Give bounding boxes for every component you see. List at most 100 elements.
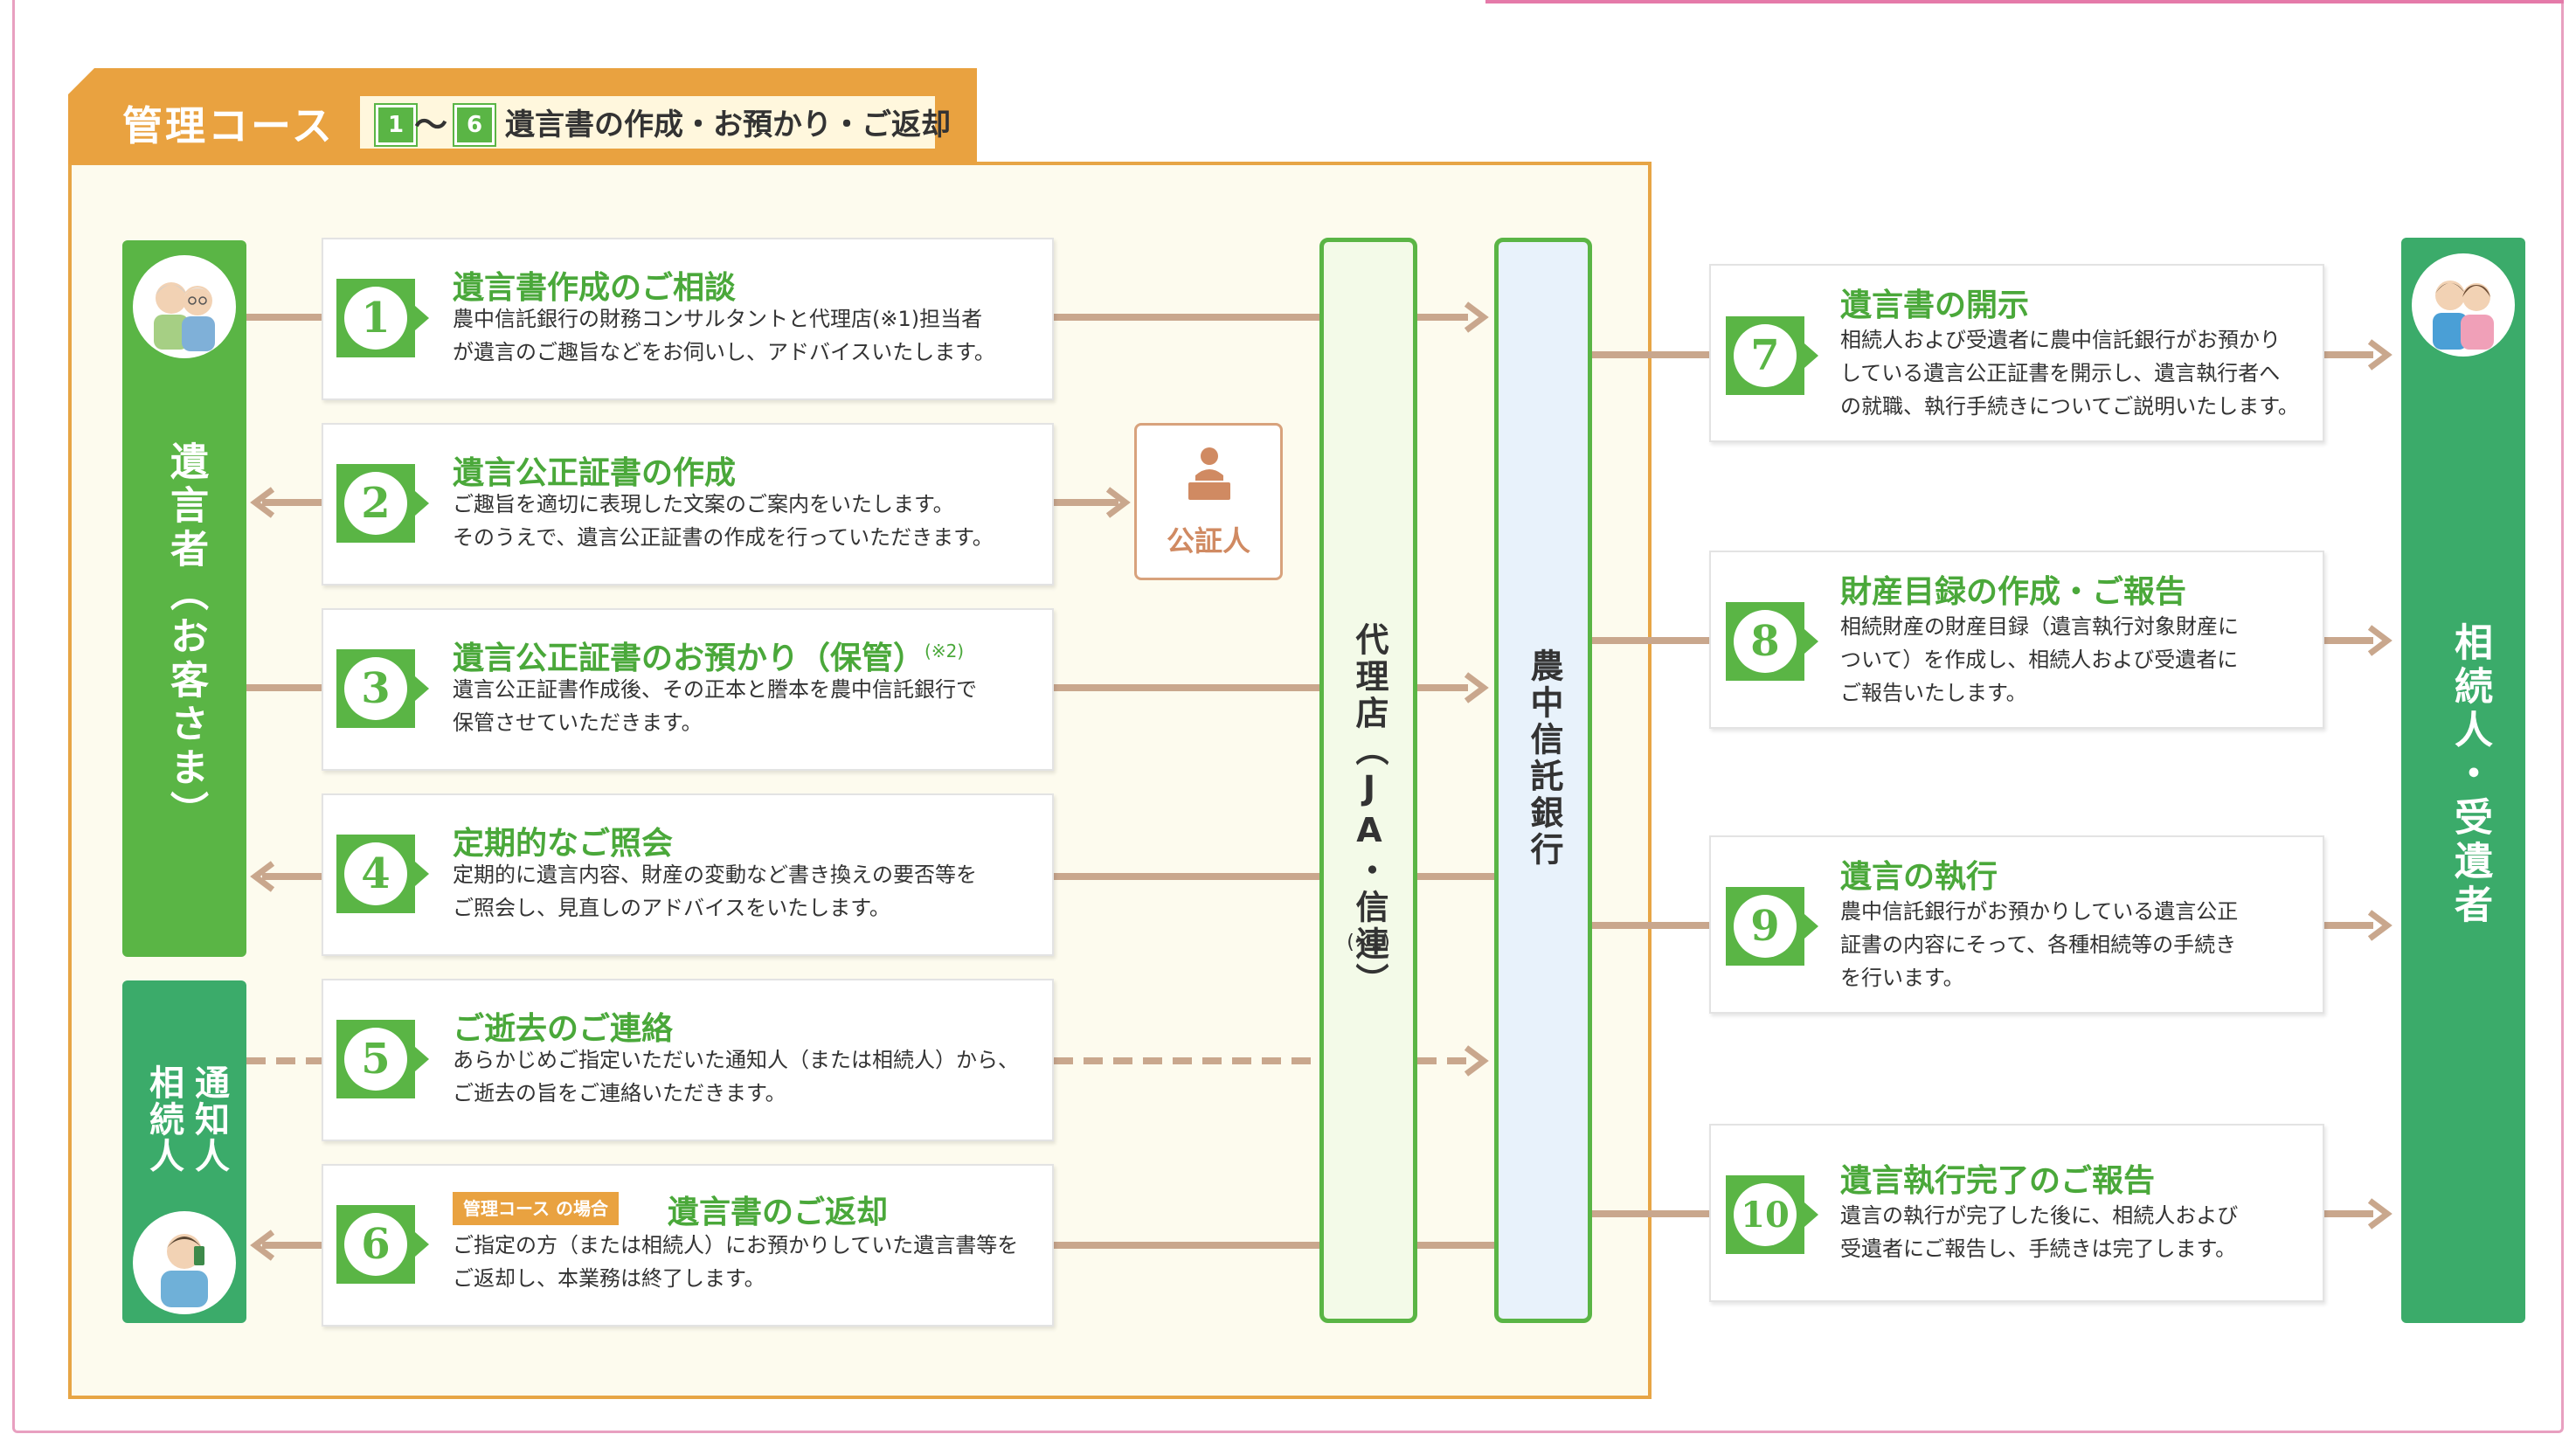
- arrow-left-4: [250, 861, 275, 892]
- connector-6a: [262, 1242, 322, 1249]
- step-card-6: [322, 1164, 1054, 1327]
- arrow-left-2: [250, 487, 275, 518]
- connector-5c: [1417, 1057, 1468, 1064]
- course-range-start: 1: [376, 105, 416, 145]
- notary-icon: [1185, 446, 1234, 507]
- step-pointer-8: [1804, 629, 1818, 654]
- arrow-right-10: [2367, 1198, 2392, 1230]
- step-desc-1b: が遺言のご趣旨などをお伺いし、アドバイスいたします。: [453, 340, 995, 364]
- connector-6b: [1054, 1242, 1319, 1249]
- connector-8b: [2324, 637, 2373, 644]
- arrow-left-6: [250, 1230, 275, 1261]
- connector-1b: [1054, 314, 1319, 321]
- course-title: 管理コース: [122, 102, 335, 149]
- step-desc-7a: 相続人および受遺者に農中信託銀行がお預かり: [1840, 328, 2281, 352]
- arrow-right-2: [1105, 487, 1131, 518]
- testator-label: 遺言者（お客さま）: [163, 441, 208, 835]
- step-desc-8c: ご報告いたします。: [1840, 681, 2027, 705]
- step-pointer-7: [1804, 343, 1818, 368]
- step-card-1: [322, 238, 1054, 400]
- step-number-8: 8: [1726, 602, 1804, 681]
- elderly-couple-icon: [133, 255, 236, 358]
- step-number-7: 7: [1726, 316, 1804, 395]
- heirs-label: 相続人・受遺者: [2448, 622, 2492, 928]
- person-phone-icon: [133, 1211, 236, 1314]
- notary-label: 公証人: [1166, 524, 1250, 558]
- page-top-accent: [1485, 0, 2564, 3]
- step-title-2: 遺言公正証書の作成: [453, 455, 737, 491]
- heir-label-left: 相続人: [143, 1064, 184, 1174]
- arrow-right-1: [1464, 301, 1489, 333]
- step-title-7: 遺言書の開示: [1840, 288, 2030, 323]
- step-desc-4a: 定期的に遺言内容、財産の変動など書き換えの要否等を: [453, 863, 977, 887]
- management-course-badge: 管理コース の場合: [453, 1192, 619, 1225]
- step-desc-3a: 遺言公正証書作成後、その正本と謄本を農中信託銀行で: [453, 677, 977, 702]
- step-pointer-6: [415, 1232, 429, 1257]
- connector-1c: [1417, 314, 1468, 321]
- agent-label: 代理店（JA・信連）: [1350, 622, 1388, 1000]
- connector-5b: [1054, 1057, 1319, 1064]
- connector-9b: [2324, 922, 2373, 929]
- connector-7b: [2324, 351, 2373, 358]
- page-frame: [12, 0, 2564, 1433]
- connector-7a: [1592, 351, 1709, 358]
- step-desc-1a: 農中信託銀行の財務コンサルタントと代理店(※1)担当者: [453, 307, 983, 331]
- connector-2a: [262, 499, 322, 506]
- step-title-9: 遺言の執行: [1840, 859, 1998, 895]
- step-card-2: [322, 423, 1054, 585]
- connector-3c: [1417, 684, 1468, 691]
- connector-8a: [1592, 637, 1709, 644]
- step-desc-8a: 相続財産の財産目録（遺言執行対象財産に: [1840, 614, 2239, 639]
- step-desc-10a: 遺言の執行が完了した後に、相続人および: [1840, 1203, 2239, 1228]
- step-desc-7c: の就職、執行手続きについてご説明いたします。: [1840, 394, 2299, 419]
- step-desc-8b: ついて）を作成し、相続人および受遺者に: [1840, 648, 2239, 672]
- step-pointer-4: [415, 862, 429, 886]
- step-desc-5b: ご逝去の旨をご連絡いただきます。: [453, 1081, 786, 1105]
- connector-4b: [1054, 873, 1319, 880]
- step-number-5: 5: [336, 1020, 415, 1098]
- connector-3a: [246, 684, 322, 691]
- step-pointer-10: [1804, 1202, 1818, 1227]
- step-desc-9a: 農中信託銀行がお預かりしている遺言公正: [1840, 899, 2239, 924]
- agent-note: (※1): [1347, 932, 1390, 953]
- arrow-right-3: [1464, 672, 1489, 703]
- arrow-right-7: [2367, 339, 2392, 371]
- step-card-4: [322, 793, 1054, 956]
- connector-4c: [1417, 873, 1494, 880]
- connector-9a: [1592, 922, 1709, 929]
- step-desc-9b: 証書の内容にそって、各種相続等の手続き: [1840, 932, 2237, 957]
- step-desc-2b: そのうえで、遺言公正証書の作成を行っていただきます。: [453, 525, 994, 550]
- connector-1a: [246, 314, 322, 321]
- step-desc-6b: ご返却し、本業務は終了します。: [453, 1266, 765, 1291]
- course-range-end: 6: [454, 105, 495, 145]
- step-title-6: 遺言書のご返却: [668, 1195, 889, 1230]
- connector-3b: [1054, 684, 1319, 691]
- bank-column: [1494, 238, 1592, 1323]
- step-note-3: (※2): [924, 641, 965, 662]
- step-title-1: 遺言書作成のご相談: [453, 270, 737, 306]
- step-card-5: [322, 979, 1054, 1141]
- step-pointer-2: [415, 491, 429, 516]
- notifier-label: 通知人: [189, 1064, 229, 1174]
- step-title-4: 定期的なご照会: [453, 826, 674, 862]
- connector-2b: [1054, 499, 1118, 506]
- connector-10b: [2324, 1210, 2373, 1217]
- step-desc-3b: 保管させていただきます。: [453, 710, 703, 735]
- arrow-right-8: [2367, 625, 2392, 656]
- step-number-9: 9: [1726, 887, 1804, 966]
- step-number-10: 10: [1726, 1175, 1804, 1254]
- step-pointer-5: [415, 1047, 429, 1071]
- step-pointer-9: [1804, 914, 1818, 939]
- step-title-10: 遺言執行完了のご報告: [1840, 1163, 2156, 1199]
- step-desc-6a: ご指定の方（または相続人）にお預かりしていた遺言書等を: [453, 1233, 1019, 1257]
- step-number-2: 2: [336, 464, 415, 543]
- heirs-column: [2401, 238, 2525, 1323]
- connector-4a: [262, 873, 322, 880]
- connector-6c: [1417, 1242, 1494, 1249]
- step-desc-10b: 受遺者にご報告し、手続きは完了します。: [1840, 1237, 2237, 1261]
- step-desc-7b: している遺言公正証書を開示し、遺言執行者へ: [1840, 361, 2281, 385]
- step-title-5: ご逝去のご連絡: [453, 1011, 674, 1047]
- connector-10a: [1592, 1210, 1709, 1217]
- step-pointer-1: [415, 306, 429, 330]
- step-pointer-3: [415, 676, 429, 701]
